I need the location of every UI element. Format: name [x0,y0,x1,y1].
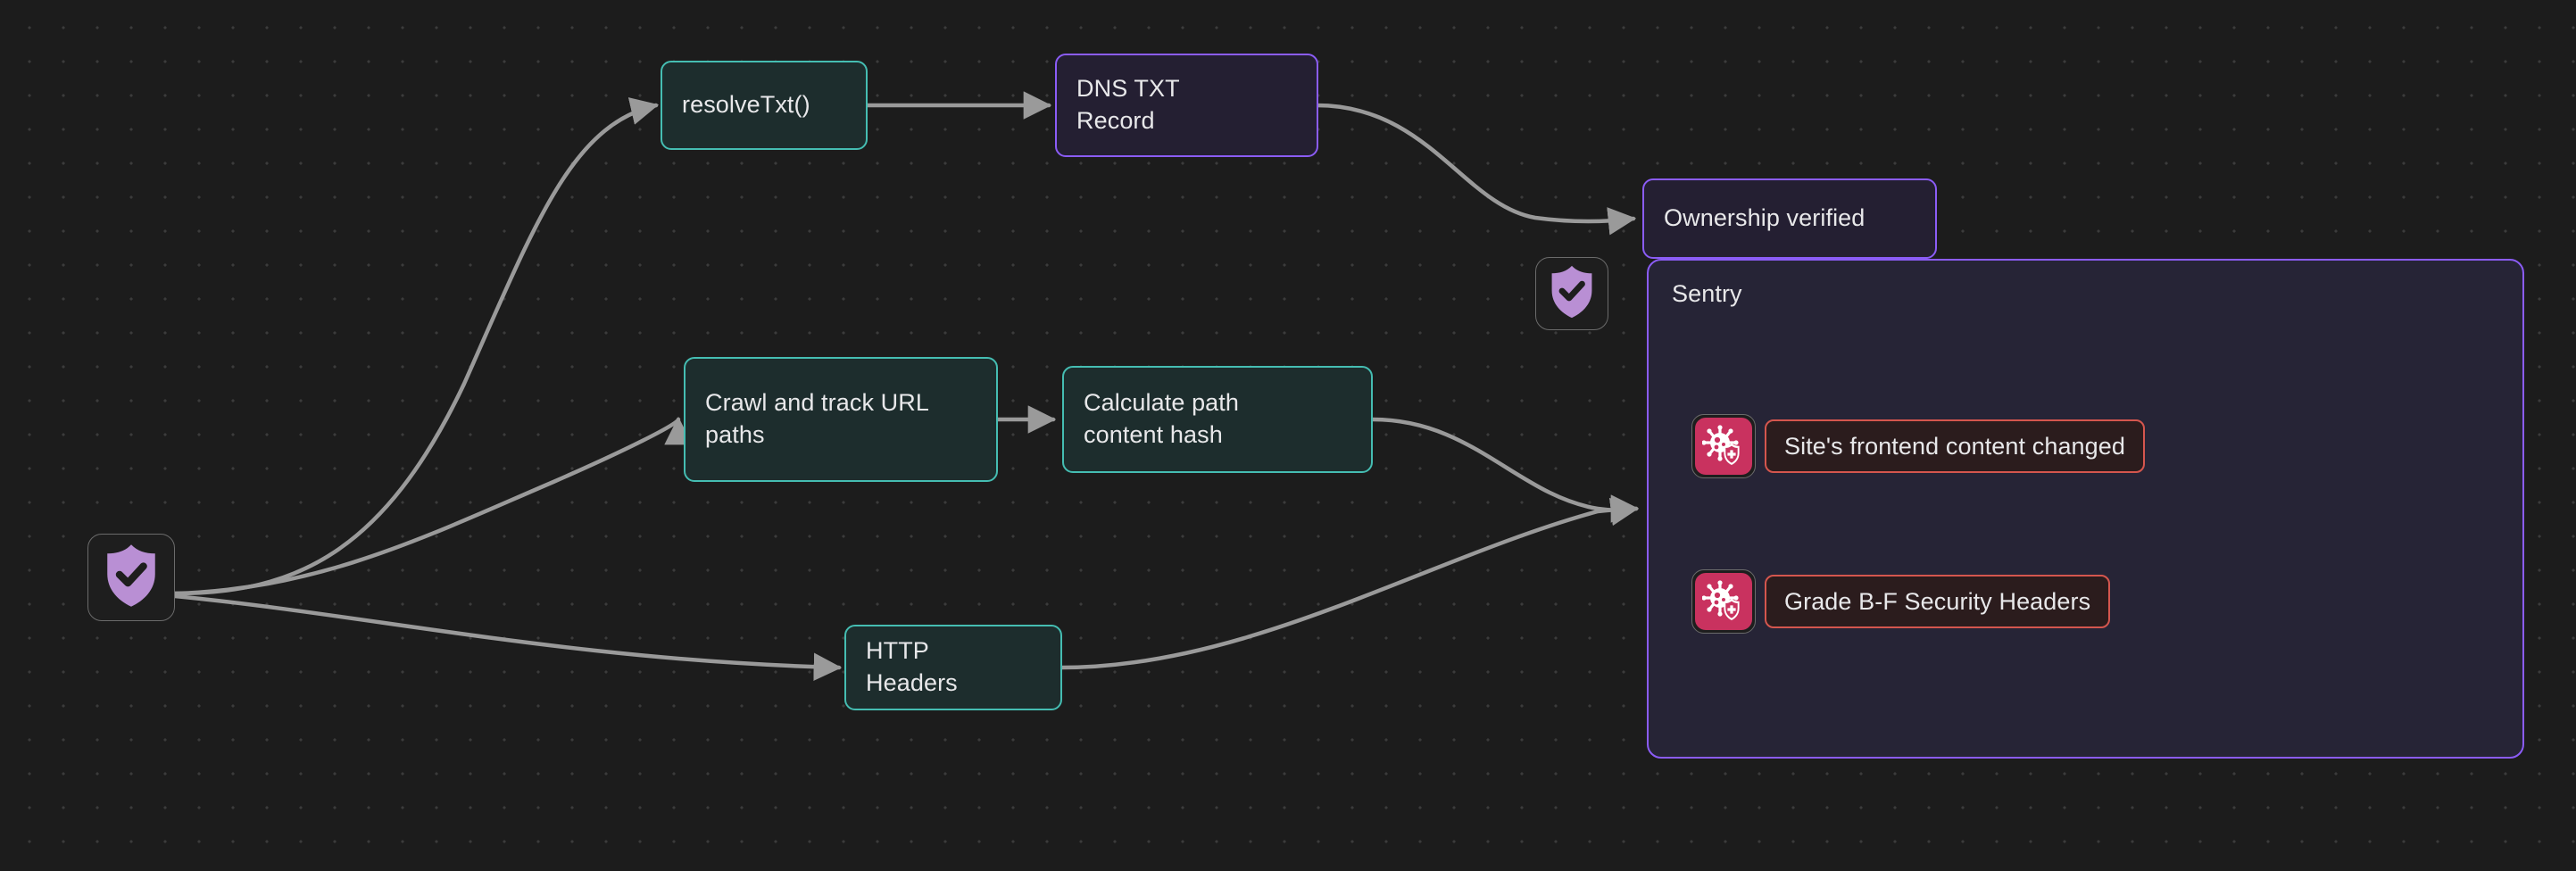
shield-check-icon [1546,264,1598,324]
node-crawl-track-url-paths-label: Crawl and track URL paths [705,389,929,448]
alert-row[interactable]: Grade B-F Security Headers [1691,569,2111,634]
start-shield-node[interactable] [87,534,175,621]
alert-pill[interactable]: Grade B-F Security Headers [1765,575,2111,628]
edge-start-to-crawl [172,416,693,596]
virus-shield-icon-node[interactable] [1691,414,1756,478]
sentry-shield-node[interactable] [1535,257,1608,330]
edge-dns-to-ownership [1314,103,1637,236]
alert-pill-label: Site's frontend content changed [1784,432,2126,460]
sentry-group-panel[interactable]: Sentry [1647,259,2524,759]
virus-shield-icon [1695,418,1752,475]
edge-http-to-sentry [1059,494,1640,670]
alert-pill-label: Grade B-F Security Headers [1784,587,2091,615]
edge-start-to-http [172,593,843,681]
alert-row[interactable]: Site's frontend content changed [1691,414,2146,478]
node-resolve-txt-label: resolveTxt() [682,91,810,119]
node-ownership-verified[interactable]: Ownership verified [1642,178,1937,259]
node-crawl-track-url-paths[interactable]: Crawl and track URL paths [684,357,998,482]
shield-check-icon [100,543,162,613]
node-resolve-txt[interactable]: resolveTxt() [661,61,868,150]
node-dns-txt-record-label: DNS TXT Record [1076,75,1180,134]
node-ownership-verified-label: Ownership verified [1664,204,1866,232]
edge-start-to-resolvetxt [172,97,660,596]
node-dns-txt-record[interactable]: DNS TXT Record [1055,54,1318,157]
virus-shield-icon-node[interactable] [1691,569,1756,634]
sentry-panel-title: Sentry [1672,280,1742,307]
alert-pill[interactable]: Site's frontend content changed [1765,419,2146,473]
node-calculate-path-content-hash-label: Calculate path content hash [1084,389,1240,448]
edge-hash-to-sentry [1370,417,1640,527]
node-calculate-path-content-hash[interactable]: Calculate path content hash [1062,366,1373,473]
node-http-headers[interactable]: HTTP Headers [844,625,1062,710]
virus-shield-icon [1695,573,1752,630]
node-http-headers-label: HTTP Headers [866,637,958,696]
